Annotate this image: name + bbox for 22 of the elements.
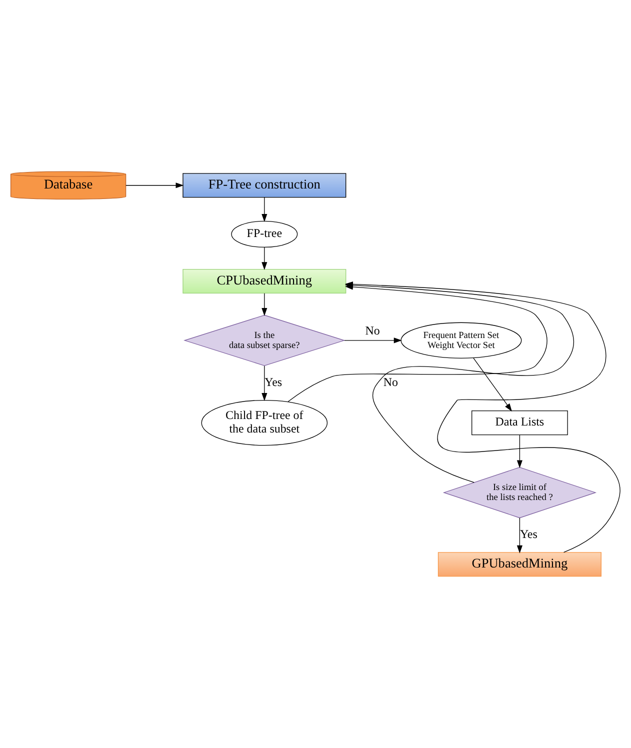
edge-label: No <box>383 374 398 389</box>
arrow <box>473 358 512 412</box>
node-ellipse: Frequent Pattern Set Weight Vector Set <box>400 322 522 359</box>
edge-label: Yes <box>264 374 282 389</box>
node-ellipse: FP-tree <box>231 220 298 248</box>
node-box: Data Lists <box>472 410 568 436</box>
node-box: FP-Tree construction <box>182 173 346 198</box>
edge-label: No <box>365 324 380 338</box>
arrow <box>262 197 268 222</box>
node-diamond: Is size limit of the lists reached ? <box>442 466 597 518</box>
node-box: GPUbasedMining <box>438 552 602 577</box>
arrow <box>262 366 268 402</box>
node-ellipse: Child FP-tree of the data subset <box>201 400 328 446</box>
node-box: CPUbasedMining <box>182 268 346 294</box>
edge-label: Yes <box>520 527 538 542</box>
arrow <box>516 518 522 554</box>
arrow <box>262 247 268 270</box>
arrow <box>516 434 522 468</box>
node-diamond: Is the data subset sparse? <box>184 314 346 366</box>
arrow <box>126 182 184 188</box>
arrow <box>344 338 402 344</box>
arrow <box>262 293 268 316</box>
